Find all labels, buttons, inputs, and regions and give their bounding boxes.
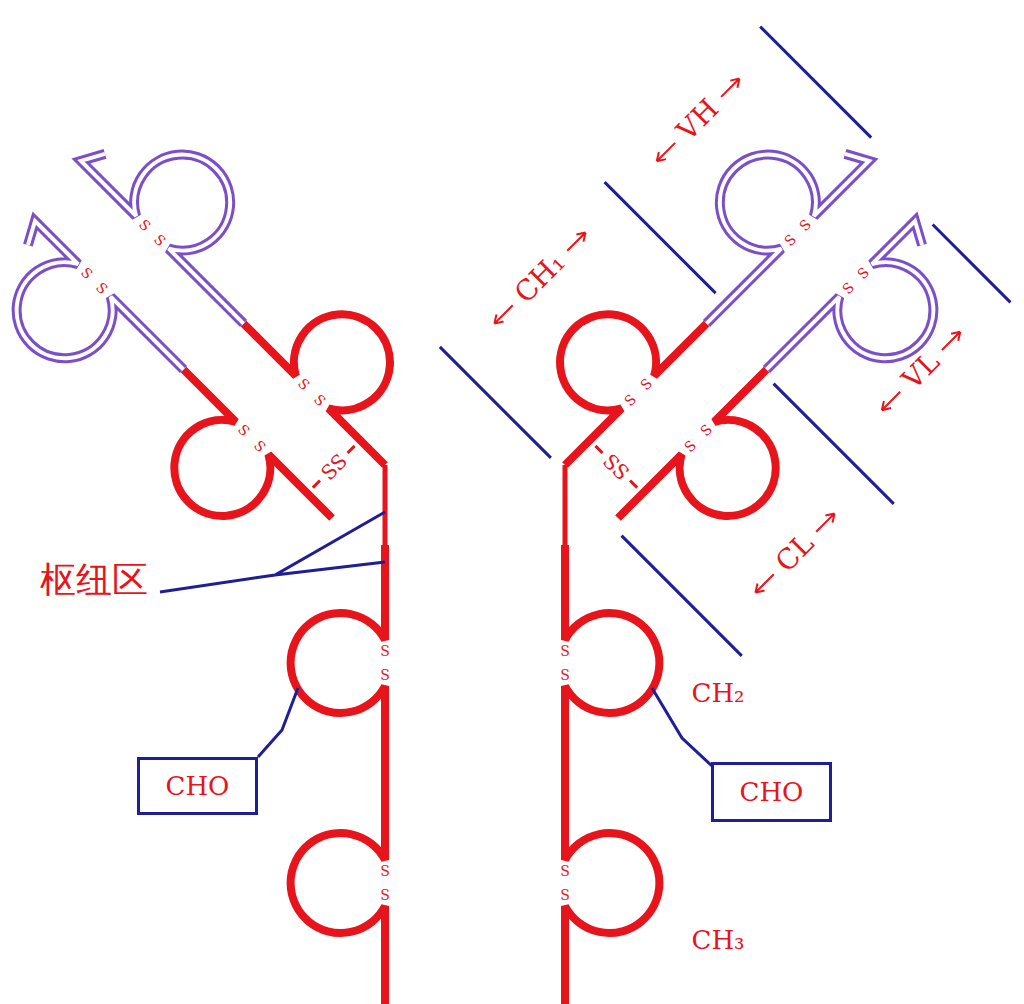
sulfur-label: S	[855, 265, 872, 282]
domain-label: CH₂	[692, 680, 745, 706]
domain-label: VH	[672, 94, 723, 145]
domain-bracket	[622, 225, 1024, 656]
sulfur-label: S	[840, 280, 857, 297]
sulfur-label: S	[79, 265, 96, 282]
sulfur-label: S	[622, 392, 639, 409]
sulfur-label: S	[296, 376, 313, 393]
hinge-label: 枢纽区	[40, 562, 148, 598]
dimension-label: VL	[871, 321, 972, 422]
sulfur-label: S	[380, 668, 390, 682]
sulfur-label: S	[560, 888, 570, 902]
dimension-arrow	[650, 136, 681, 167]
leader-line	[258, 688, 298, 757]
arrow-stroke	[491, 302, 516, 327]
dimension-label: CL	[744, 502, 846, 604]
arrow-stroke	[653, 139, 678, 164]
dimension-arrow	[749, 568, 780, 599]
disulfide-label: SS	[317, 450, 350, 483]
sulfur-label: S	[622, 392, 639, 409]
left-half	[0, 97, 449, 1004]
domain-bracket	[440, 27, 871, 458]
dimension-arrow	[488, 299, 519, 330]
domain-label: CH₁	[510, 248, 570, 308]
dimension-arrow	[935, 325, 966, 356]
sulfur-label: S	[560, 864, 570, 878]
disulfide-label: SS	[599, 450, 632, 483]
sulfur-label: S	[236, 422, 253, 439]
sulfur-label: S	[380, 888, 390, 902]
sulfur-label: S	[380, 864, 390, 878]
arrow-stroke	[752, 571, 777, 596]
dimension-arrow	[875, 385, 906, 416]
domain-label: CH₃	[692, 927, 745, 953]
sulfur-label: S	[560, 644, 570, 658]
sulfur-label: S	[682, 438, 699, 455]
sulfur-label: S	[782, 232, 799, 249]
arrow-stroke	[938, 328, 963, 353]
sulfur-label: S	[312, 392, 329, 409]
disulfide-label: SS	[317, 450, 350, 483]
sulfur-label: S	[797, 217, 814, 234]
sulfur-label: S	[137, 217, 154, 234]
domain-label: CH₂	[692, 680, 745, 706]
sulfur-label: S	[560, 864, 570, 878]
sulfur-label: S	[698, 422, 715, 439]
dimension-arrow	[561, 226, 592, 257]
sulfur-label: S	[380, 644, 390, 658]
arrow-stroke	[813, 510, 838, 535]
sulfur-label: S	[782, 232, 799, 249]
sulfur-label: S	[840, 280, 857, 297]
sulfur-label: S	[638, 376, 655, 393]
sulfur-label: S	[79, 265, 96, 282]
sulfur-label: S	[252, 438, 269, 455]
domain-label: CL	[771, 529, 819, 577]
arrow-stroke	[878, 388, 903, 413]
sulfur-label: S	[638, 376, 655, 393]
carbohydrate-label: CHO	[740, 779, 804, 805]
sulfur-label: S	[236, 422, 253, 439]
cho-box: CHO	[137, 757, 258, 815]
dimension-label: VH	[645, 67, 750, 172]
sulfur-label: S	[560, 668, 570, 682]
domain-label: VL	[897, 347, 944, 394]
sulfur-label: S	[380, 644, 390, 658]
sulfur-label: S	[560, 668, 570, 682]
sulfur-label: S	[380, 668, 390, 682]
sulfur-label: S	[152, 232, 169, 249]
dimension-arrow	[810, 507, 841, 538]
sulfur-label: S	[560, 888, 570, 902]
arrow-stroke	[564, 229, 589, 254]
sulfur-label: S	[94, 280, 111, 297]
carbohydrate-label: CHO	[166, 773, 230, 799]
arrow-stroke	[717, 75, 742, 100]
domain-label: CH₃	[692, 927, 745, 953]
sulfur-label: S	[94, 280, 111, 297]
dimension-arrow	[714, 72, 745, 103]
sulfur-label: S	[296, 376, 313, 393]
sulfur-label: S	[682, 438, 699, 455]
sulfur-label: S	[152, 232, 169, 249]
right-half	[501, 97, 978, 1004]
sulfur-label: S	[380, 888, 390, 902]
sulfur-label: S	[380, 864, 390, 878]
sulfur-label: S	[797, 217, 814, 234]
leader-line	[160, 512, 385, 592]
sulfur-label: S	[698, 422, 715, 439]
dimension-label: CH₁	[483, 221, 597, 335]
cho-box: CHO	[711, 762, 832, 822]
sulfur-label: S	[560, 644, 570, 658]
sulfur-label: S	[312, 392, 329, 409]
disulfide-label: SS	[599, 450, 632, 483]
sulfur-label: S	[855, 265, 872, 282]
hinge-label: 枢纽区	[40, 562, 148, 598]
sulfur-label: S	[252, 438, 269, 455]
sulfur-label: S	[137, 217, 154, 234]
